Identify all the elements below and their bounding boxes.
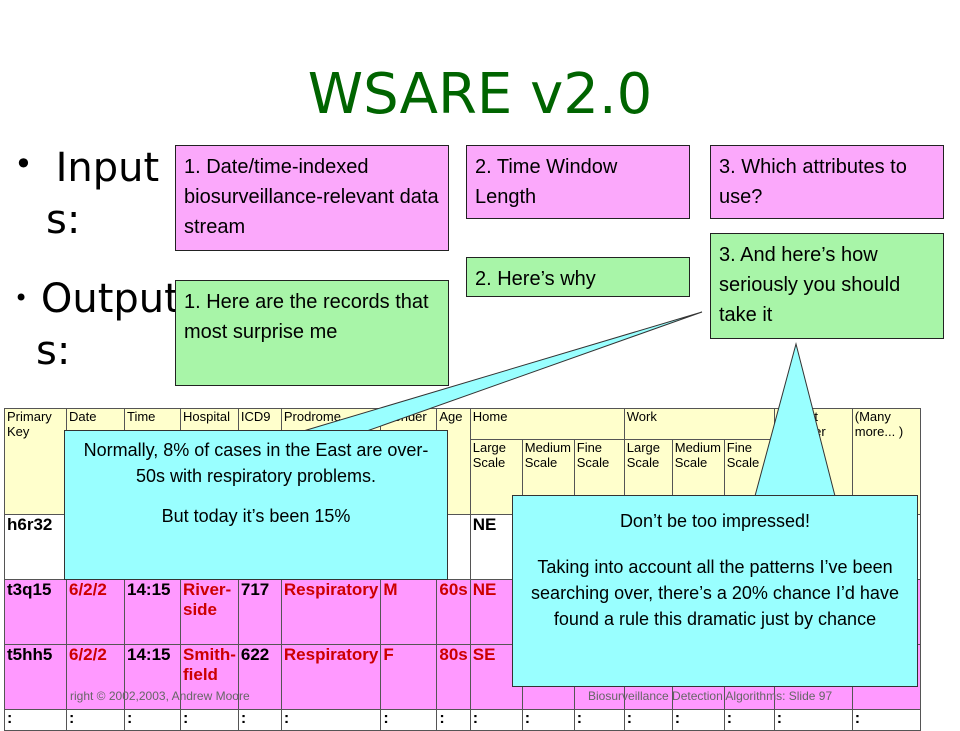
dot-cell: : xyxy=(623,709,673,731)
dot-cell: : xyxy=(4,709,67,731)
output-box-3: 3. And here’s how seriously you should t… xyxy=(710,233,944,339)
dot-cell: : xyxy=(124,709,181,731)
dot-cell: : xyxy=(723,709,775,731)
right-callout: Don’t be too impressed! Taking into acco… xyxy=(512,495,918,687)
outputs-label-2: s: xyxy=(36,328,71,374)
inputs-label-2: s: xyxy=(46,197,81,243)
dot-cell: : xyxy=(521,709,575,731)
header-work: Work xyxy=(623,408,775,440)
cell-time: 14:15 xyxy=(124,644,181,710)
cell-gender: F xyxy=(380,644,438,710)
cell-icd9: 717 xyxy=(237,579,282,645)
cell-key: t3q15 xyxy=(4,579,67,645)
dot-cell: : xyxy=(851,709,921,731)
bullet-dot: • xyxy=(14,284,29,312)
table-ellipsis-row: : : : : : : : : : : : : : : : : xyxy=(4,709,921,731)
left-callout-text-1: Normally, 8% of cases in the East are ov… xyxy=(83,440,429,486)
dot-cell: : xyxy=(573,709,625,731)
dot-cell: : xyxy=(773,709,853,731)
footer-slide-info: Biosurveillance Detection Algorithms: Sl… xyxy=(588,689,833,703)
output-box-1: 1. Here are the records that most surpri… xyxy=(175,280,449,386)
left-callout: Normally, 8% of cases in the East are ov… xyxy=(64,430,448,580)
cell-age: 60s xyxy=(436,579,471,645)
bullet-dot: • xyxy=(14,145,33,183)
input-box-1: 1. Date/time-indexed biosurveillance-rel… xyxy=(175,145,449,251)
dot-cell: : xyxy=(469,709,523,731)
cell-key: h6r32 xyxy=(4,514,67,580)
dot-cell: : xyxy=(671,709,725,731)
dot-cell: : xyxy=(380,709,438,731)
header-primary-key: Primary Key xyxy=(4,408,67,515)
outputs-bullet: • Output s: xyxy=(14,272,180,377)
dot-cell: : xyxy=(180,709,239,731)
cell-hospital: Smith-field xyxy=(180,644,239,710)
right-callout-text-1: Don’t be too impressed! xyxy=(619,511,811,531)
inputs-label: Input xyxy=(55,145,160,191)
cell-hospital: River-side xyxy=(180,579,239,645)
left-callout-text-2: But today it’s been 15% xyxy=(161,506,351,526)
dot-cell: : xyxy=(436,709,471,731)
cell-icd9: 622 xyxy=(237,644,282,710)
cell-time: 14:15 xyxy=(124,579,181,645)
input-box-2: 2. Time Window Length xyxy=(466,145,690,219)
outputs-label: Output xyxy=(40,276,180,322)
output-box-2: 2. Here’s why xyxy=(466,257,690,297)
slide-title: WSARE v2.0 xyxy=(307,62,653,127)
cell-prodrome: Respiratory xyxy=(280,579,382,645)
header-home: Home xyxy=(469,408,625,440)
inputs-bullet: • Input s: xyxy=(14,138,159,246)
cell-gender: M xyxy=(380,579,438,645)
cell-age: 80s xyxy=(436,644,471,710)
dot-cell: : xyxy=(66,709,125,731)
input-box-3: 3. Which attributes to use? xyxy=(710,145,944,219)
cell-key: t5hh5 xyxy=(4,644,67,710)
footer-copyright: right © 2002,2003, Andrew Moore xyxy=(70,689,250,703)
dot-cell: : xyxy=(237,709,282,731)
dot-cell: : xyxy=(280,709,382,731)
cell-date: 6/2/2 xyxy=(66,644,125,710)
right-callout-text-2: Taking into account all the patterns I’v… xyxy=(531,557,899,629)
cell-date: 6/2/2 xyxy=(66,579,125,645)
cell-prodrome: Respiratory xyxy=(280,644,382,710)
